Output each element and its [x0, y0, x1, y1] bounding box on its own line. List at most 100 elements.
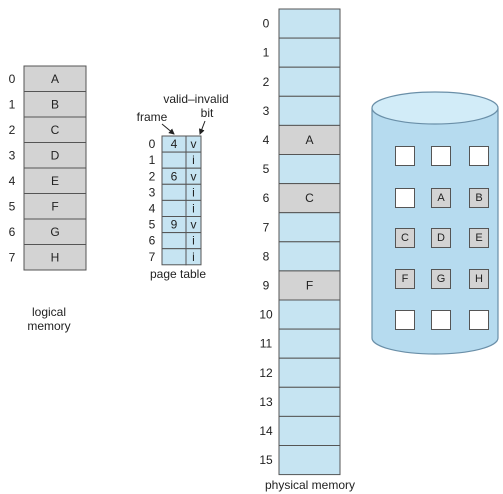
logical-page-cell: [23, 193, 87, 220]
logical-page-letter: A: [51, 72, 59, 86]
disk-block-letter: E: [475, 232, 482, 244]
logical-page-cell: [23, 142, 87, 169]
physical-frame-index: 6: [263, 191, 270, 205]
disk-block: [431, 310, 451, 330]
physical-frame-cell: [278, 212, 341, 243]
page-table-index: 5: [149, 218, 156, 232]
logical-page-index: 4: [9, 174, 16, 188]
logical-page-cell: [23, 65, 87, 92]
logical-page-index: 6: [9, 225, 16, 239]
frame-arrow: [161, 123, 175, 135]
page-table-index: 3: [149, 185, 156, 199]
physical-frame-index: 10: [259, 308, 273, 322]
disk-block: [395, 188, 415, 208]
logical-page-letter: G: [50, 225, 59, 239]
physical-frame-index: 1: [263, 46, 270, 60]
page-table-index: 7: [149, 250, 156, 264]
disk-block-letter: G: [437, 273, 446, 285]
page-table-bit-label-line2: bit: [201, 106, 214, 120]
logical-page-letter: B: [51, 97, 59, 111]
physical-frame-letter: A: [305, 133, 313, 147]
logical-page-index: 0: [9, 72, 16, 86]
physical-frame-cell: [278, 66, 341, 97]
page-table-valid-bit: v: [191, 137, 197, 151]
page-table-valid-bit: i: [192, 185, 195, 199]
physical-frame-index: 3: [263, 104, 270, 118]
physical-frame-cell: [278, 124, 341, 156]
physical-frame-cell: [278, 445, 341, 476]
disk-block-letter: A: [437, 192, 445, 204]
disk-block: [469, 146, 489, 166]
page-table-index: 4: [149, 201, 156, 215]
physical-frame-index: 14: [259, 424, 273, 438]
physical-frame-index: 7: [263, 220, 270, 234]
page-table-valid-bit: i: [192, 250, 195, 264]
logical-page-cell: [23, 91, 87, 118]
disk-block-letter: F: [402, 273, 409, 285]
logical-page-letter: C: [51, 123, 60, 137]
page-table-frame-cell: [161, 248, 187, 266]
disk-block: [469, 269, 489, 289]
physical-memory-label: physical memory: [265, 478, 355, 492]
disk-block-letter: H: [475, 273, 483, 285]
logical-memory-label-line1: logical: [32, 305, 66, 319]
physical-frame-index: 9: [263, 278, 270, 292]
logical-page-index: 3: [9, 148, 16, 162]
physical-frame-cell: [278, 299, 341, 330]
physical-frame-index: 2: [263, 75, 270, 89]
logical-page-index: 7: [9, 250, 16, 264]
logical-page-index: 2: [9, 123, 16, 137]
physical-frame-index: 11: [260, 337, 273, 351]
disk-block: [469, 188, 489, 208]
disk-block: [431, 146, 451, 166]
physical-frame-cell: [278, 415, 341, 446]
physical-frame-cell: [278, 328, 341, 359]
page-table-frame-cell: [161, 232, 187, 250]
disk-block: [431, 188, 451, 208]
physical-frame-index: 13: [259, 395, 273, 409]
disk-block: [395, 269, 415, 289]
disk-cylinder: A B C D E F G H: [371, 91, 499, 355]
physical-frame-index: 5: [263, 162, 270, 176]
disk-block: [431, 269, 451, 289]
disk-block: [431, 228, 451, 248]
page-table-valid-bit: i: [192, 153, 195, 167]
page-table-frame-value: 9: [171, 218, 178, 232]
physical-frame-cell: [278, 95, 341, 126]
disk-block-letter: B: [475, 192, 482, 204]
physical-frame-cell: [278, 270, 341, 301]
disk-block: [469, 228, 489, 248]
page-table-frame-value: 4: [171, 137, 178, 151]
bit-arrow: [198, 120, 206, 135]
physical-frame-index: 15: [259, 453, 273, 467]
physical-frame-cell: [278, 241, 341, 272]
physical-frame-index: 4: [263, 133, 270, 147]
physical-frame-cell: [278, 357, 341, 388]
page-table-bit-cell: [185, 248, 202, 266]
page-table-valid-bit: v: [191, 169, 197, 183]
page-table-frame-value: 6: [171, 169, 178, 183]
page-table-frame-cell: [161, 151, 187, 169]
disk-block-letter: C: [401, 232, 409, 244]
page-table-valid-bit: i: [192, 234, 195, 248]
logical-memory-label-line2: memory: [27, 319, 70, 333]
page-table-valid-bit: v: [191, 218, 197, 232]
physical-frame-cell: [278, 386, 341, 417]
page-table-frame-cell: [161, 199, 187, 217]
disk-block-letter: D: [437, 232, 445, 244]
physical-frame-cell: [278, 8, 341, 39]
physical-frame-cell: [278, 154, 341, 185]
disk-block: [395, 310, 415, 330]
page-table-frame-label: frame: [137, 110, 168, 124]
logical-page-letter: E: [51, 174, 59, 188]
disk-block: [395, 228, 415, 248]
page-table-index: 2: [149, 169, 156, 183]
logical-page-letter: F: [51, 199, 58, 213]
disk-top: [371, 91, 499, 125]
logical-page-index: 1: [9, 97, 16, 111]
page-table-frame-cell: [161, 183, 187, 201]
